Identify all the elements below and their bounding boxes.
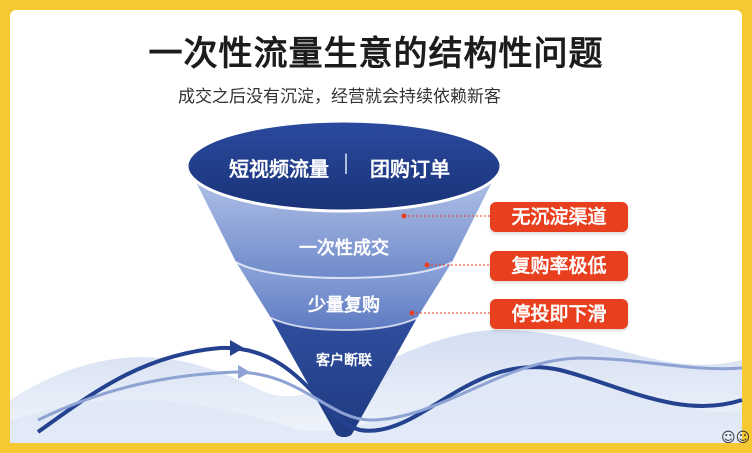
funnel-level-three-label: 少量复购	[308, 295, 380, 316]
funnel-level-four-label: 客户断联	[316, 353, 372, 369]
badge-drop-after-stop: 停投即下滑	[490, 299, 628, 329]
trend-arrow-light	[238, 365, 250, 379]
page-title: 一次性流量生意的结构性问题	[148, 34, 604, 74]
funnel-top-ellipse	[185, 119, 503, 213]
funnel-layer-two	[236, 262, 452, 330]
trend-arrow-dark	[230, 340, 244, 356]
funnel-layer-three	[271, 318, 417, 437]
connector-dot-one	[401, 213, 407, 219]
funnel-layer-one	[188, 166, 500, 278]
funnel-top-divider: |	[342, 150, 350, 174]
connector-dot-three	[409, 310, 415, 316]
trend-line-dark	[36, 345, 743, 434]
trend-line-light	[37, 356, 743, 422]
funnel-layer-boundary-two	[270, 317, 418, 332]
connector-dot-two	[424, 262, 430, 268]
smiley-faces-icon: ☺☺	[721, 430, 751, 446]
funnel-top-left-label: 短视频流量	[229, 157, 329, 181]
badge-no-retention-channel: 无沉淀渠道	[490, 202, 628, 232]
badge-low-repurchase: 复购率极低	[490, 251, 628, 281]
funnel-top-right-label: 团购订单	[370, 157, 450, 181]
funnel-level-two-label: 一次性成交	[299, 238, 389, 259]
funnel-layer-boundary	[235, 261, 453, 280]
background-wave-light	[10, 379, 742, 443]
page-subtitle: 成交之后没有沉淀，经营就会持续依赖新客	[178, 87, 501, 107]
